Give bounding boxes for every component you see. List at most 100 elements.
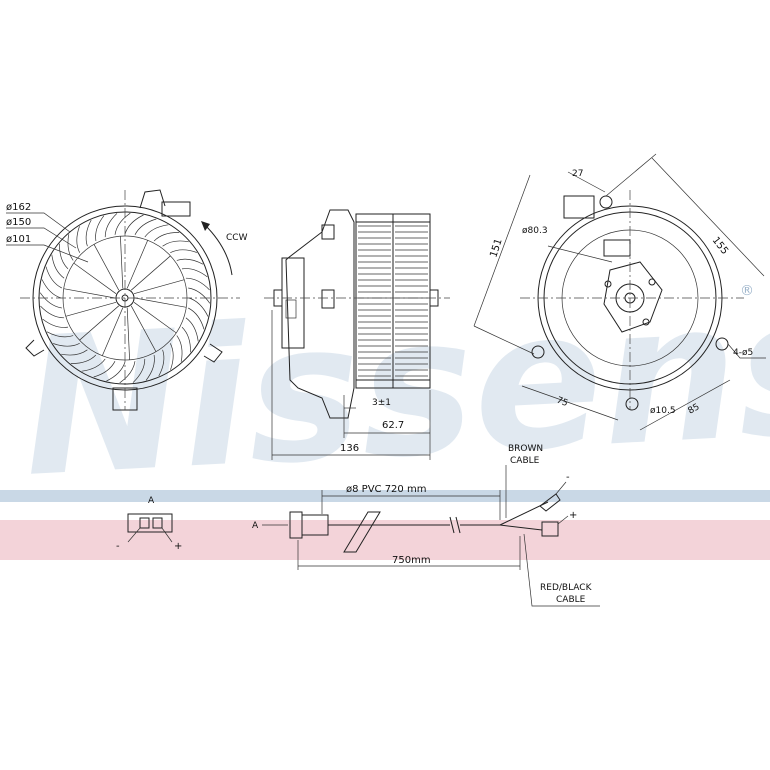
bolt-circle-label: ø80.3 [522, 226, 548, 236]
brown-cable-label-1: BROWN [508, 444, 543, 454]
dim-85-line [639, 379, 731, 431]
impeller-blade [188, 297, 209, 317]
ccw-arrow [204, 224, 233, 276]
front-impeller-blades [39, 212, 211, 384]
leader-dia-outer [6, 212, 71, 233]
impeller-blade [162, 240, 189, 247]
side-view: 3±1 62.7 136 [264, 209, 450, 460]
connector-detail-body [127, 513, 173, 533]
dia-mid-label: ø150 [6, 217, 31, 228]
ccw-arrow-head [201, 221, 210, 231]
side-connector [321, 289, 335, 309]
holes-label: 4-ø5 [733, 348, 753, 358]
dim-diag-ext [605, 153, 657, 197]
rear-bolt-3 [642, 318, 650, 326]
hole-dia-label: ø10.5 [650, 406, 676, 416]
front-right-tab [203, 343, 223, 363]
cable-break-1 [449, 516, 455, 534]
impeller-blade [188, 287, 211, 304]
impeller-blade [145, 354, 155, 381]
rear-top-bracket [563, 195, 595, 219]
plus-leader [557, 515, 569, 525]
red-black-label-2: CABLE [556, 595, 586, 605]
impeller-spoke [79, 305, 120, 341]
impeller-blade [185, 277, 210, 291]
impeller-spoke [126, 240, 149, 289]
connector-plus-leader [161, 527, 173, 543]
side-motor-body [285, 209, 355, 419]
bolt-circle-leader [547, 245, 613, 263]
impeller-blade [124, 214, 144, 235]
rear-bolt-1 [604, 280, 612, 288]
total-depth-label: 136 [340, 443, 359, 454]
impeller-blade [93, 361, 116, 378]
dim-width-line [567, 171, 606, 193]
impeller-blade [59, 243, 69, 270]
impeller-blade [85, 219, 92, 247]
brand-watermark: Nissens [18, 255, 770, 519]
front-spokes [63, 236, 187, 360]
leader-dia-inner [6, 244, 89, 263]
cable-clip [343, 511, 381, 553]
impeller-spoke [133, 302, 177, 334]
impeller-blade [158, 349, 165, 377]
impeller-spoke [130, 255, 171, 291]
brown-terminal [539, 493, 561, 512]
connector-pin-left [139, 517, 150, 529]
side-fan-slats [358, 225, 428, 377]
impeller-spoke [126, 307, 130, 360]
impeller-blade [188, 307, 205, 330]
dim-75-label: 75 [555, 396, 569, 410]
impeller-spoke [134, 297, 187, 308]
rear-ear-bottom [625, 397, 639, 411]
rotation-label: CCW [226, 233, 248, 243]
red-black-terminal [541, 521, 559, 537]
front-left-tab [25, 339, 45, 357]
impeller-blade [181, 326, 191, 353]
connector-pin-right [152, 517, 163, 529]
dia-inner-label: ø101 [6, 234, 31, 245]
side-motor-slot [285, 299, 297, 319]
dim-85-label: 85 [687, 402, 702, 416]
impeller-blade [51, 254, 65, 279]
rear-motor-plate [603, 261, 663, 333]
rear-ear-left [531, 345, 545, 359]
impeller-spoke [93, 244, 120, 291]
wire-plus-sign: + [569, 510, 577, 521]
dim-75-line [521, 385, 619, 421]
impeller-blade [132, 358, 146, 383]
impeller-blade [153, 232, 180, 242]
impeller-blade [81, 358, 106, 372]
fan-depth-label: 62.7 [382, 420, 404, 431]
pvc-label: ø8 PVC 720 mm [346, 484, 426, 495]
dim-width-label: 27 [572, 169, 583, 179]
cable-break-2 [455, 516, 461, 534]
wire-minus-sign: - [566, 472, 570, 483]
brown-cable-label-2: CABLE [510, 456, 540, 466]
impeller-blade [45, 266, 62, 289]
length-label: 750mm [392, 555, 431, 566]
impeller-spoke [63, 288, 116, 299]
red-black-wire [499, 524, 543, 531]
side-top-bracket [321, 224, 335, 240]
front-top-tab [139, 189, 166, 209]
impeller-blade [39, 292, 62, 309]
impeller-blade [176, 335, 183, 362]
impeller-blade [176, 258, 204, 265]
dia-outer-label: ø162 [6, 202, 31, 213]
minus-leader [555, 481, 567, 495]
watermark-text: Nissens [18, 255, 770, 519]
impeller-blade [169, 343, 174, 370]
front-connector-block [161, 201, 191, 217]
impeller-blade [104, 213, 118, 238]
impeller-blade [114, 212, 131, 235]
impeller-spoke [130, 305, 157, 352]
impeller-blade [67, 234, 74, 261]
registered-mark: ® [740, 283, 754, 299]
dim-height-label: 151 [488, 237, 504, 259]
holes-leader [727, 343, 766, 359]
dim-diag-line [651, 157, 765, 277]
impeller-spoke [133, 279, 185, 295]
impeller-spoke [73, 262, 117, 294]
